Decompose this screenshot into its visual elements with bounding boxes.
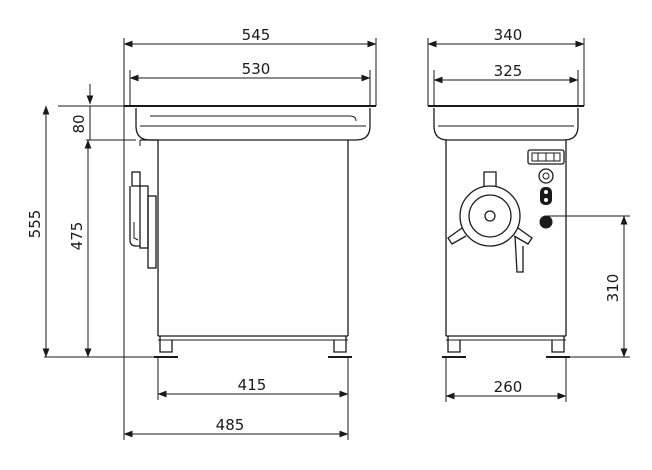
control-panel [527,149,565,229]
dim-base-width-side: 260 [445,357,567,402]
dim-label-260: 260 [494,378,523,396]
dim-outlet-height: 310 [546,215,630,358]
front-feet [154,336,352,358]
side-feet [442,336,570,358]
dim-label-310: 310 [604,274,622,303]
reverse-switch-icon [540,187,552,205]
dim-label-530: 530 [242,60,271,78]
dim-front-width-inner: 530 [129,60,371,106]
side-body [445,140,567,341]
side-lid [428,105,584,141]
dim-label-415: 415 [238,376,267,394]
dim-label-475: 475 [68,222,86,251]
dim-body-height: 475 [68,139,92,358]
side-view [428,105,584,358]
dim-label-80: 80 [70,114,88,133]
dim-total-height: 555 [26,105,154,358]
dim-base-width-front: 415 [157,357,349,440]
dim-side-width-outer: 340 [427,26,585,106]
front-grinder-head [129,139,158,269]
dim-label-485: 485 [216,416,245,434]
dim-total-depth-front: 485 [123,106,349,440]
dim-lid-height: 80 [58,84,136,141]
dim-label-325: 325 [494,62,523,80]
start-button-icon [538,168,554,184]
dim-label-545: 545 [242,26,271,44]
grinder-outlet [447,171,533,273]
stop-button-icon [539,215,553,229]
front-lid [124,105,376,141]
dim-label-555: 555 [26,210,44,239]
dim-label-340: 340 [494,26,523,44]
front-body [157,140,349,341]
dim-side-width-inner: 325 [433,62,579,106]
front-view [124,105,376,358]
dim-front-width-outer: 545 [123,26,377,106]
